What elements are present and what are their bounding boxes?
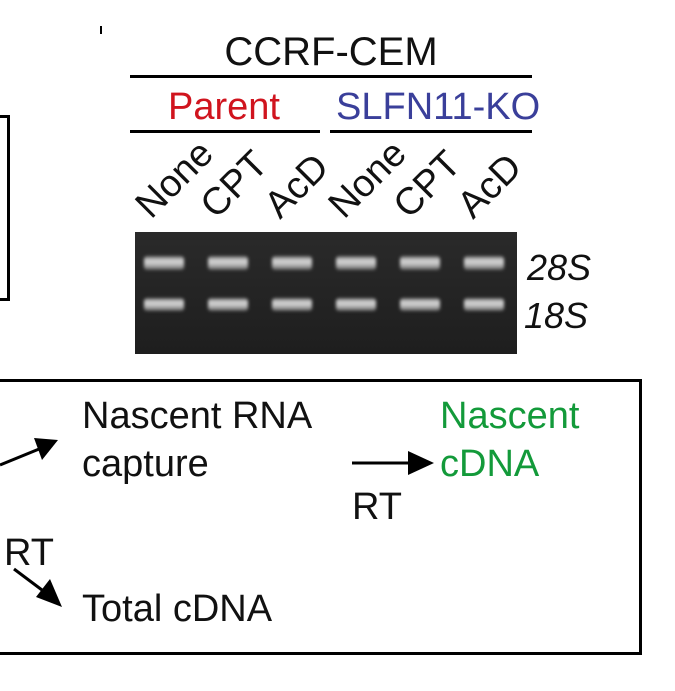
rna-gel-image [135, 232, 517, 354]
nascent-cdna-label: Nascent cDNA [440, 393, 579, 488]
left-panel-frame-top [0, 115, 9, 118]
crop-mark [100, 26, 102, 34]
band-18s-lane2 [208, 298, 248, 311]
group-label-parent: Parent [168, 86, 280, 128]
left-panel-frame-bottom [0, 298, 9, 301]
band-18s-lane5 [400, 298, 440, 311]
workflow-panel [0, 379, 642, 655]
band-18s-lane4 [336, 298, 376, 311]
capture-text: capture [82, 442, 209, 485]
cell-line-underline [130, 75, 532, 78]
workflow-arrows [0, 438, 434, 607]
arrow-to-total [13, 567, 47, 595]
nascent-rna-text: Nascent RNA [82, 395, 313, 437]
nascent-rna-capture-label: Nascent RNA capture [82, 393, 312, 488]
band-label-28s: 28S [527, 247, 592, 288]
arrow-rt-head [408, 451, 434, 475]
lane-label-acd-parent: AcD [256, 145, 338, 227]
band-18s-lane3 [272, 298, 312, 311]
rt-label-top: RT [352, 486, 402, 528]
band-28s-lane3 [272, 256, 312, 270]
left-panel-frame-right [7, 115, 10, 301]
group-label-slfn11-ko: SLFN11-KO [336, 86, 541, 128]
arrow-to-capture-head [34, 438, 58, 460]
band-28s-lane1 [144, 256, 184, 270]
band-28s-lane6 [464, 256, 504, 270]
band-18s-lane1 [144, 298, 184, 311]
band-18s-lane6 [464, 298, 504, 311]
band-label-18s: 18S [524, 295, 589, 336]
band-28s-lane2 [208, 256, 248, 270]
rt-label-left: RT [4, 532, 54, 574]
band-28s-lane4 [336, 256, 376, 270]
slfn11-ko-underline [330, 130, 532, 133]
arrow-to-total-head [36, 579, 62, 607]
total-cdna-label: Total cDNA [82, 588, 273, 630]
nascent-text: Nascent [440, 395, 580, 437]
cdna-text: cDNA [440, 442, 540, 485]
cell-line-title: CCRF-CEM [224, 30, 438, 74]
parent-underline [130, 130, 320, 133]
arrow-to-capture [0, 445, 45, 467]
band-28s-lane5 [400, 256, 440, 270]
lane-label-acd-ko: AcD [449, 145, 531, 227]
